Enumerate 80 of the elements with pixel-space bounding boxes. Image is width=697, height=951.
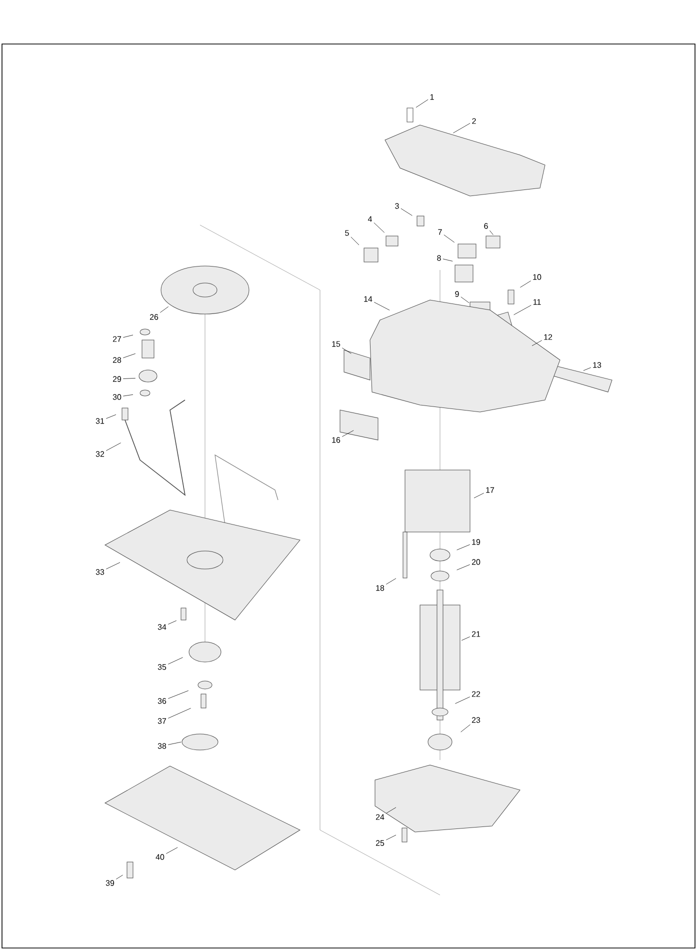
leader-line bbox=[456, 544, 470, 550]
callout-number: 34 bbox=[158, 624, 166, 630]
callout-number: 29 bbox=[112, 376, 122, 382]
leader-line bbox=[460, 724, 470, 732]
callout-number: 5 bbox=[345, 230, 349, 236]
callout-number: 22 bbox=[472, 691, 480, 697]
leader-line bbox=[460, 296, 470, 303]
callout-number: 28 bbox=[112, 357, 122, 363]
callout-number: 4 bbox=[368, 216, 372, 222]
leader-line bbox=[514, 305, 532, 315]
callout-number: 6 bbox=[484, 223, 488, 229]
leader-line bbox=[168, 690, 189, 699]
callout-number: 14 bbox=[364, 296, 372, 302]
callout-number: 38 bbox=[158, 743, 166, 749]
leader-line bbox=[583, 367, 592, 371]
leader-line bbox=[474, 492, 484, 498]
leader-line bbox=[444, 234, 455, 243]
callout-number: 32 bbox=[96, 451, 104, 457]
leader-line bbox=[400, 208, 412, 216]
leader-line bbox=[342, 430, 354, 437]
callout-number: 36 bbox=[158, 698, 166, 704]
leader-line bbox=[122, 334, 134, 338]
callout-number: 16 bbox=[332, 437, 340, 443]
leader-line bbox=[456, 564, 470, 570]
callout-number: 2 bbox=[472, 118, 476, 124]
leader-line bbox=[106, 562, 120, 570]
leader-line bbox=[168, 657, 183, 664]
callout-number: 19 bbox=[472, 539, 480, 545]
callout-number: 30 bbox=[112, 394, 122, 400]
callout-number: 37 bbox=[158, 718, 166, 724]
callout-number: 8 bbox=[437, 255, 441, 261]
leader-line bbox=[386, 578, 396, 585]
leader-line bbox=[106, 414, 116, 419]
leader-line bbox=[342, 348, 352, 354]
callout-number: 13 bbox=[593, 362, 602, 368]
leader-line bbox=[461, 636, 470, 641]
callout-number: 10 bbox=[533, 274, 542, 280]
callout-number: 1 bbox=[430, 94, 434, 100]
leader-line bbox=[490, 230, 494, 235]
callout-number: 40 bbox=[156, 854, 164, 860]
callout-number: 17 bbox=[486, 487, 494, 493]
leader-line bbox=[106, 442, 121, 451]
callout-number: 20 bbox=[472, 559, 480, 565]
leader-line bbox=[453, 123, 470, 134]
leader-line bbox=[168, 708, 191, 718]
callout-number: 15 bbox=[332, 341, 340, 347]
leader-line bbox=[532, 340, 542, 346]
callout-number: 31 bbox=[96, 418, 104, 424]
leader-line bbox=[455, 696, 470, 704]
leader-line bbox=[386, 834, 396, 840]
callout-number: 3 bbox=[395, 203, 399, 209]
leader-line bbox=[168, 620, 177, 624]
leader-line bbox=[116, 874, 123, 880]
leader-line bbox=[122, 394, 134, 396]
leader-line bbox=[168, 742, 182, 745]
leader-line bbox=[520, 280, 532, 288]
leader-line bbox=[166, 847, 178, 854]
callout-number: 27 bbox=[112, 336, 122, 342]
callout-number: 21 bbox=[472, 631, 480, 637]
leader-line bbox=[442, 258, 453, 262]
callout-number: 24 bbox=[376, 814, 384, 820]
callout-number: 26 bbox=[150, 314, 158, 320]
callout-number: 23 bbox=[472, 717, 480, 723]
leader-line bbox=[350, 236, 360, 246]
leader-line bbox=[374, 222, 385, 233]
callout-number: 25 bbox=[376, 840, 384, 846]
callout-number: 35 bbox=[158, 664, 166, 670]
callout-number: 12 bbox=[544, 334, 552, 340]
callout-number: 18 bbox=[376, 585, 384, 591]
callout-number: 11 bbox=[533, 299, 541, 305]
leader-line bbox=[122, 378, 136, 379]
callout-number: 33 bbox=[96, 569, 104, 575]
callout-number: 39 bbox=[106, 880, 114, 886]
leader-line bbox=[416, 99, 428, 108]
callout-number: 7 bbox=[438, 229, 442, 235]
leader-line bbox=[374, 302, 390, 310]
leader-line bbox=[160, 306, 169, 313]
leader-line bbox=[386, 807, 396, 814]
callout-number: 9 bbox=[455, 291, 459, 297]
leader-line bbox=[122, 353, 136, 358]
